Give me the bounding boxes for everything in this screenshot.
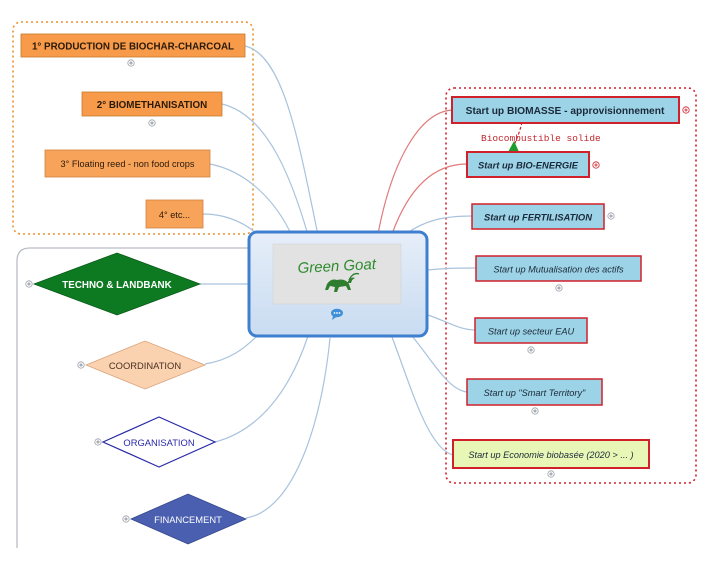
- node-startup-economie-biobasee[interactable]: Start up Economie biobasée (2020 > ... ): [452, 439, 650, 469]
- expand-toggle-icon[interactable]: [77, 361, 85, 369]
- connector-financement: [245, 337, 331, 519]
- connector-biomasse: [377, 109, 453, 235]
- node-label: 3° Floating reed - non food crops: [61, 159, 195, 169]
- node-label: Start up BIO-ENERGIE: [478, 160, 579, 171]
- connector-organisation: [214, 335, 309, 443]
- group-boundary-startups: [445, 87, 697, 484]
- node-label: COORDINATION: [109, 360, 181, 371]
- central-node-green-goat[interactable]: Green Goat: [247, 230, 429, 338]
- node-label: Start up FERTILISATION: [484, 212, 592, 223]
- speech-bubble-icon[interactable]: [331, 308, 343, 320]
- node-floating-reed[interactable]: 3° Floating reed - non food crops: [44, 149, 211, 178]
- node-label: 1° PRODUCTION DE BIOCHAR-CHARCOAL: [32, 42, 234, 53]
- node-label: TECHNO & LANDBANK: [62, 280, 171, 291]
- node-biochar[interactable]: 1° PRODUCTION DE BIOCHAR-CHARCOAL: [20, 33, 246, 58]
- expand-toggle-icon[interactable]: [94, 438, 102, 446]
- expand-toggle-icon[interactable]: [607, 212, 615, 220]
- node-startup-smart-territory[interactable]: Start up "Smart Territory": [466, 378, 603, 406]
- node-label: Start up secteur EAU: [488, 327, 575, 337]
- node-label: FINANCEMENT: [154, 514, 222, 525]
- expand-toggle-icon[interactable]: [127, 59, 135, 67]
- node-label: Start up "Smart Territory": [484, 388, 586, 398]
- connector-eau: [427, 314, 476, 331]
- node-label: 4° etc...: [159, 210, 190, 220]
- expand-toggle-icon[interactable]: [555, 284, 563, 292]
- node-biomethanisation[interactable]: 2° BIOMETHANISATION: [81, 91, 223, 117]
- node-etc[interactable]: 4° etc...: [145, 199, 204, 229]
- node-startup-fertilisation[interactable]: Start up FERTILISATION: [471, 203, 605, 230]
- expand-toggle-icon[interactable]: [531, 407, 539, 415]
- connector-fertilisation: [405, 215, 473, 235]
- connector-biochar: [244, 45, 319, 236]
- expand-toggle-icon[interactable]: [527, 346, 535, 354]
- connector-floating-reed: [209, 163, 293, 237]
- connector-bio-energie: [391, 163, 468, 235]
- connector-smart-territory: [411, 335, 468, 393]
- connector-biomethanisation: [221, 103, 309, 236]
- node-label: Start up Mutualisation des actifs: [493, 265, 624, 275]
- node-startup-eau[interactable]: Start up secteur EAU: [474, 317, 588, 344]
- connector-mutualisation: [427, 267, 477, 271]
- expand-toggle-icon[interactable]: [547, 470, 555, 478]
- relation-arrowhead: [507, 141, 520, 154]
- expand-toggle-icon[interactable]: [148, 119, 156, 127]
- connector-economie-biobasee: [391, 336, 454, 456]
- node-label: ORGANISATION: [123, 437, 194, 448]
- node-coordination[interactable]: COORDINATION: [84, 340, 207, 390]
- expand-toggle-icon[interactable]: [25, 280, 33, 288]
- expand-toggle-icon[interactable]: [682, 106, 690, 114]
- node-label: Start up BIOMASSE - approvisionnement: [466, 106, 665, 117]
- node-startup-biomasse[interactable]: Start up BIOMASSE - approvisionnement: [451, 96, 680, 124]
- goat-icon: [325, 272, 360, 292]
- node-startup-bio-energie[interactable]: Start up BIO-ENERGIE: [466, 151, 590, 178]
- node-label: 2° BIOMETHANISATION: [97, 100, 207, 111]
- group-boundary-organisation: [16, 247, 255, 548]
- connector-coordination: [204, 334, 259, 365]
- node-organisation[interactable]: ORGANISATION: [101, 416, 217, 468]
- expand-toggle-icon[interactable]: [122, 515, 130, 523]
- logo-image: [272, 243, 402, 305]
- node-startup-mutualisation[interactable]: Start up Mutualisation des actifs: [475, 255, 642, 282]
- node-financement[interactable]: FINANCEMENT: [130, 493, 248, 545]
- relation-label: Biocombustible solide: [481, 133, 601, 144]
- node-label: Start up Economie biobasée (2020 > ... ): [468, 450, 633, 460]
- connectors: [200, 45, 477, 519]
- group-boundary-production: [12, 21, 254, 235]
- node-techno-landbank[interactable]: TECHNO & LANDBANK: [32, 252, 202, 316]
- expand-toggle-icon[interactable]: [592, 161, 600, 169]
- logo-text: Green Goat: [297, 256, 377, 277]
